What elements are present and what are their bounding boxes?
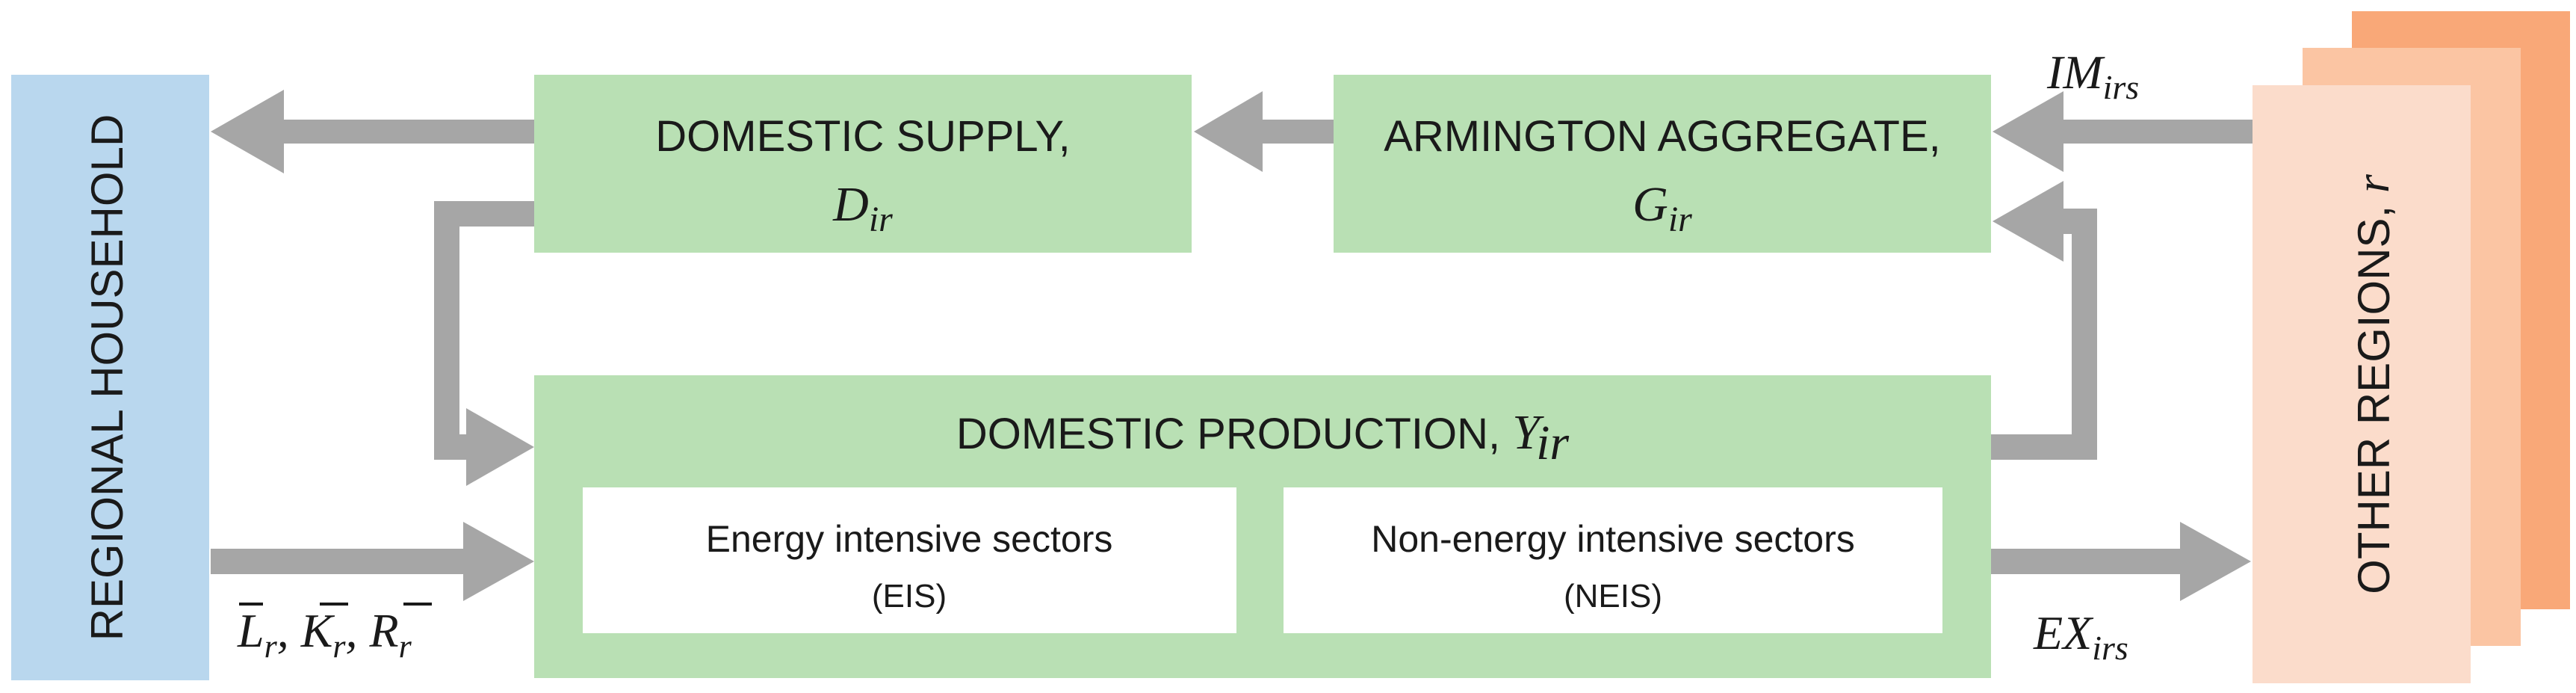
arrow-imports-shaft xyxy=(2058,120,2253,144)
neis-sector-box xyxy=(1284,487,1942,633)
arrow-armington-to-supply-head xyxy=(1194,91,1263,172)
domestic-supply-box xyxy=(534,75,1192,253)
armington-aggregate-label: ARMINGTON AGGREGATE, xyxy=(1384,112,1941,161)
domestic-supply-label: DOMESTIC SUPPLY, xyxy=(655,112,1070,161)
domestic-supply-symbol: Dir xyxy=(832,177,893,239)
arrow-exports-head xyxy=(2180,522,2251,601)
neis-sector-name: Non-energy intensive sectors xyxy=(1371,518,1855,560)
arrow-supply-to-production-shaft xyxy=(434,201,534,460)
arrow-factors-head xyxy=(463,522,534,601)
factors-label: Lr, Kr, Rr xyxy=(237,604,412,665)
eis-sector-box xyxy=(583,487,1236,633)
eis-sector-name: Energy intensive sectors xyxy=(706,518,1113,560)
imports-label: IMirs xyxy=(2046,46,2139,106)
domestic-production-label: DOMESTIC PRODUCTION, Yir xyxy=(956,405,1569,470)
regional-household-label: REGIONAL HOUSEHOLD xyxy=(82,114,132,641)
arrow-exports-shaft xyxy=(1991,549,2185,574)
arrow-armington-to-supply-shaft xyxy=(1255,120,1334,144)
arrow-factors-shaft xyxy=(211,549,468,574)
arrow-supply-to-household-shaft xyxy=(278,120,534,144)
arrow-supply-to-household-head xyxy=(211,90,284,173)
other-regions-label: OTHER REGIONS, r xyxy=(2346,173,2399,594)
arrow-production-to-armington-head xyxy=(1993,181,2063,262)
eis-sector-abbr: (EIS) xyxy=(872,578,947,615)
armington-aggregate-box xyxy=(1334,75,1991,253)
arrow-production-to-armington-shaft xyxy=(1991,209,2097,460)
exports-label: EXirs xyxy=(2033,606,2128,667)
arrow-supply-to-production-head xyxy=(466,408,534,486)
regional-household-box xyxy=(11,75,209,680)
arrow-imports-head xyxy=(1993,91,2063,172)
other-regions-box-front xyxy=(2253,85,2471,683)
arrows xyxy=(211,90,2253,601)
neis-sector-abbr: (NEIS) xyxy=(1564,578,1662,615)
armington-aggregate-symbol: Gir xyxy=(1632,177,1692,239)
